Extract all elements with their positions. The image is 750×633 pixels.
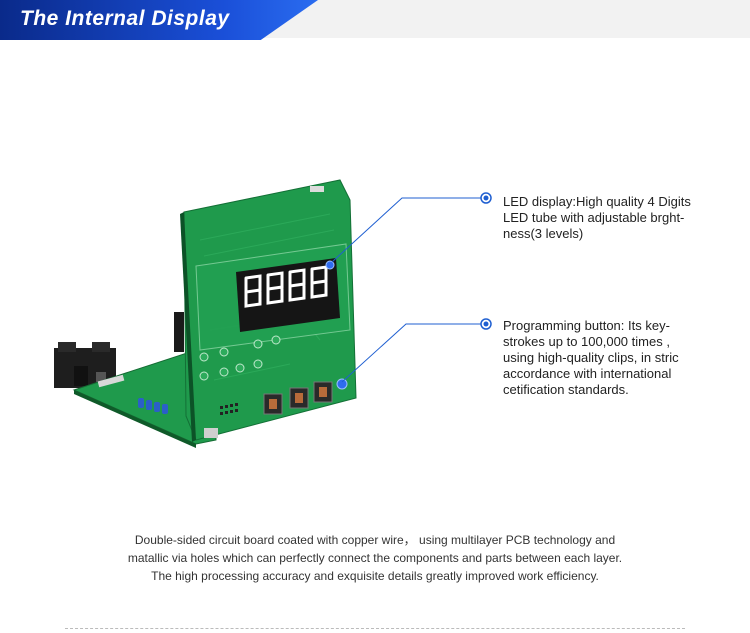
callout-button-line-4: accordance with international (503, 366, 672, 381)
callout-button-line-3: using high-quality clips, in stric (503, 350, 679, 365)
caption-line-3: The high processing accuracy and exquisi… (151, 569, 599, 583)
callout-lines (331, 197, 484, 383)
blue-dot-icon (480, 192, 492, 204)
callout-programming-button: Programming button: Its key- strokes up … (503, 318, 728, 398)
caption: Double-sided circuit board coated with c… (70, 531, 680, 585)
callout-led-line-1: LED display:High quality 4 Digits (503, 194, 691, 209)
base-board (72, 351, 217, 448)
programming-buttons (263, 378, 348, 415)
caption-line-1: Double-sided circuit board coated with c… (134, 533, 616, 547)
divider (65, 628, 685, 629)
led-digits (244, 265, 328, 308)
callout-led-line-3: ness(3 levels) (503, 226, 584, 241)
callout-button-line-1: Programming button: Its key- (503, 318, 670, 333)
terminal-block (54, 342, 116, 388)
callout-button-line-5: cetification standards. (503, 382, 629, 397)
header-title: The Internal Display (20, 7, 230, 30)
callout-led-display: LED display:High quality 4 Digits LED tu… (503, 194, 728, 242)
front-board (174, 179, 357, 442)
blue-dot-icon (480, 318, 492, 330)
callout-button-line-2: strokes up to 100,000 times , (503, 334, 670, 349)
callout-led-line-2: LED tube with adjustable brght- (503, 210, 685, 225)
header-banner: The Internal Display (0, 0, 318, 40)
caption-line-2: matallic via holes which can perfectly c… (127, 551, 623, 565)
